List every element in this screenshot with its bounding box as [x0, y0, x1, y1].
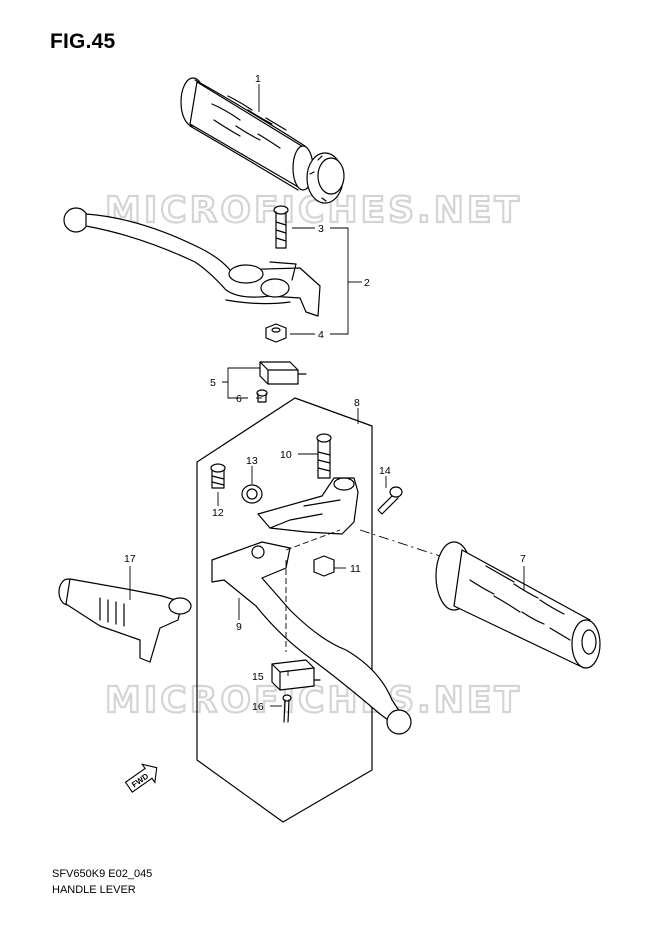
switch-screw-part	[256, 389, 268, 403]
callout-6: 6	[236, 393, 242, 405]
brake-lever-assembly-part	[63, 207, 321, 317]
pivot-bolt-part	[273, 205, 289, 249]
callout-3: 3	[318, 223, 324, 235]
clutch-assembly-boundary	[196, 397, 373, 823]
callout-11: 11	[350, 563, 361, 575]
throttle-grip-part	[180, 77, 345, 204]
model-code: SFV650K9 E02_045	[52, 868, 153, 880]
section-name: HANDLE LEVER	[52, 884, 136, 896]
leader-lines	[129, 84, 525, 707]
callout-13: 13	[246, 455, 258, 467]
callout-7: 7	[520, 553, 526, 565]
callout-2: 2	[364, 277, 370, 289]
callout-10: 10	[280, 449, 292, 461]
callout-12: 12	[212, 507, 224, 519]
callout-8: 8	[354, 397, 360, 409]
holder-nut-part	[313, 555, 335, 577]
callout-1: 1	[255, 73, 261, 85]
clutch-switch-screw-part	[282, 694, 292, 723]
brake-switch-part	[259, 361, 307, 385]
callout-9: 9	[236, 621, 242, 633]
callout-5: 5	[210, 377, 216, 389]
fwd-arrow-icon: FWD	[124, 763, 158, 793]
clamp-bolt-part	[377, 486, 403, 515]
callout-4: 4	[318, 329, 324, 341]
handlebar-switch-part	[58, 578, 192, 663]
clutch-switch-part	[271, 659, 321, 691]
holder-bolt-part	[316, 433, 332, 479]
clutch-lever-holder-part	[257, 477, 359, 535]
pivot-nut-part	[265, 323, 287, 343]
callout-14: 14	[379, 465, 391, 477]
callout-16: 16	[252, 701, 264, 713]
adjuster-dial-part	[241, 484, 263, 504]
callout-17: 17	[124, 553, 136, 565]
figure-title: FIG.45	[50, 30, 116, 53]
clamp-screw-part	[210, 463, 226, 489]
callout-15: 15	[252, 671, 264, 683]
left-grip-part	[435, 541, 601, 669]
clutch-lever-part	[211, 541, 412, 735]
